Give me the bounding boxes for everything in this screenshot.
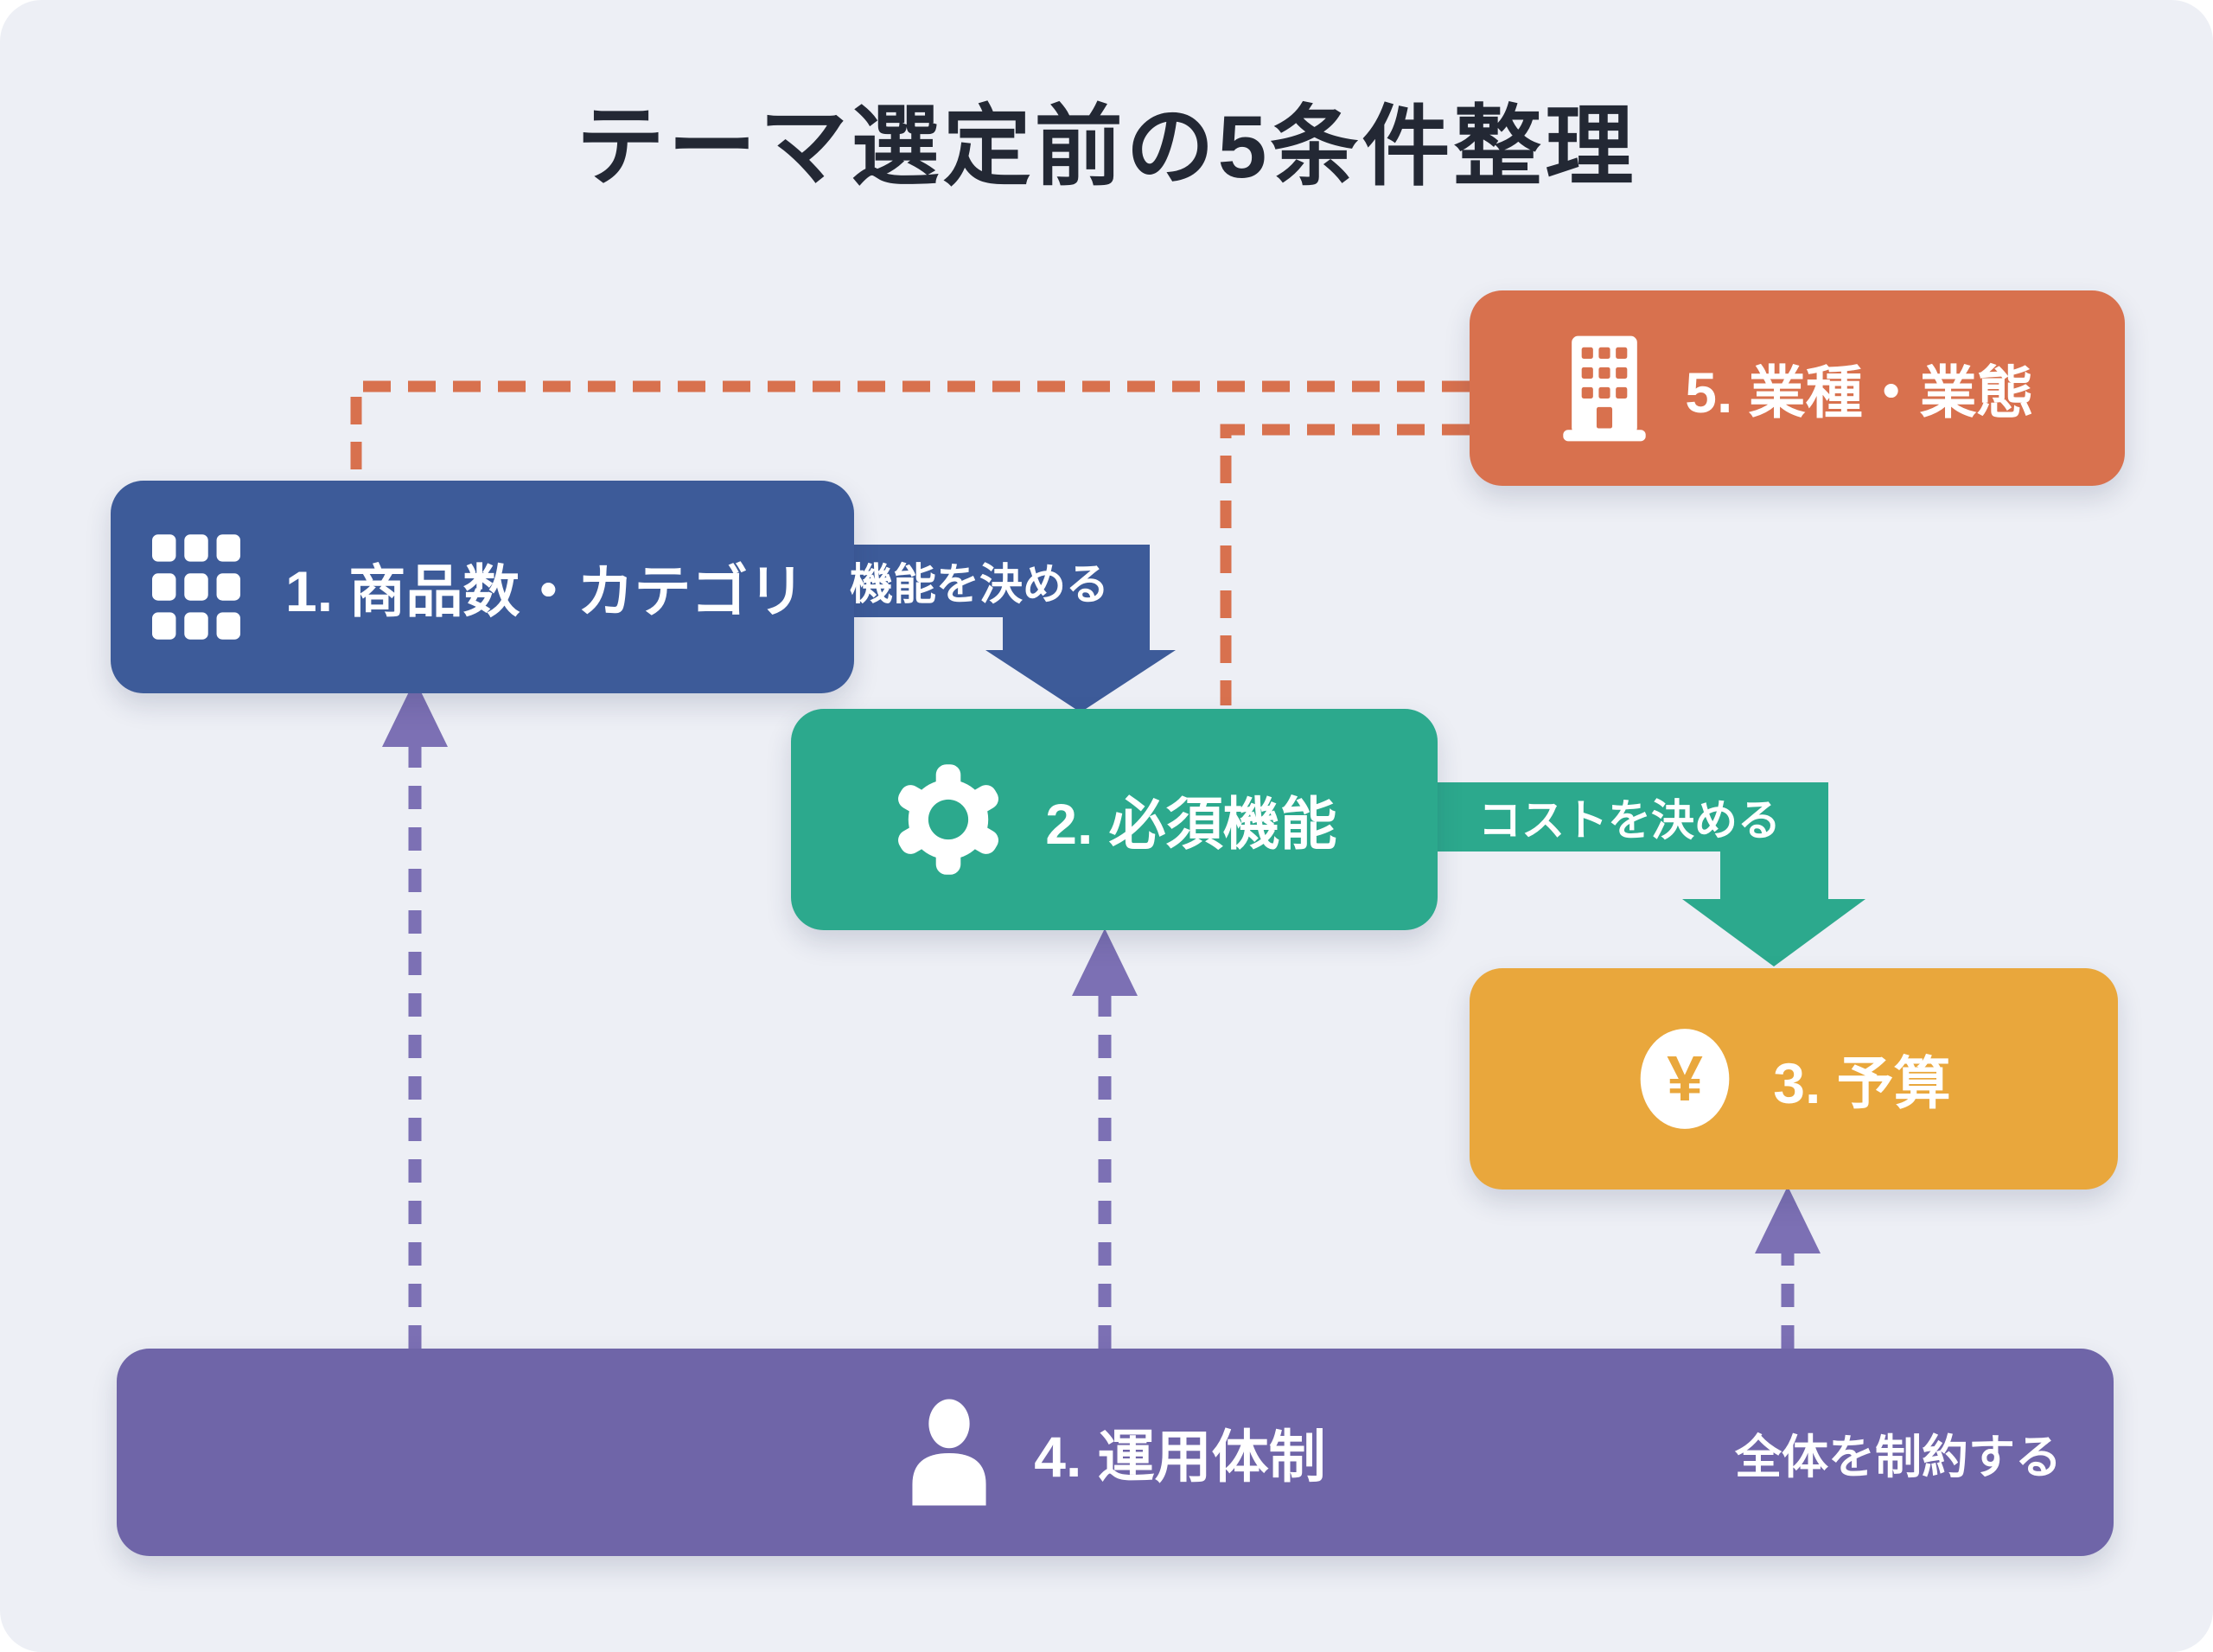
node-label: 2. 必須機能	[1045, 792, 1337, 856]
page-title: テーマ選定前の5条件整理	[576, 98, 1637, 196]
building-icon	[1563, 335, 1646, 441]
gear-icon	[898, 764, 999, 875]
edge-industry-to-products-dashed-line	[350, 380, 1470, 477]
node-operations: 4. 運用体制 全体を制約する	[117, 1349, 2114, 1556]
yen-symbol: ¥	[1668, 1042, 1704, 1114]
arrowhead-up	[1072, 928, 1138, 996]
yen-icon: ¥	[1640, 1029, 1730, 1129]
edge-operations-to-products-dashed-arrow	[382, 679, 448, 1349]
edge-label-functions: 機能を決める	[850, 560, 1109, 609]
edge-functions-to-budget-arrow	[1431, 782, 1865, 966]
arrowhead-up	[1755, 1186, 1821, 1253]
node-label: 1. 商品数・カテゴリ	[285, 559, 806, 623]
edge-industry-to-functions-dashed-line	[1220, 424, 1470, 705]
node-budget: ¥ 3. 予算	[1470, 968, 2118, 1190]
edge-label-cost: コストを決める	[1478, 796, 1781, 845]
node-industry-type: 5. 業種・業態	[1470, 290, 2125, 486]
node-required-functions: 2. 必須機能	[791, 709, 1438, 930]
edge-operations-to-budget-dashed-arrow	[1755, 1186, 1821, 1349]
node-products-categories: 1. 商品数・カテゴリ	[111, 481, 854, 693]
node-label: 4. 運用体制	[1034, 1425, 1326, 1489]
node-label: 5. 業種・業態	[1685, 360, 2034, 424]
grid-icon	[152, 534, 240, 640]
edge-products-to-functions-arrow	[804, 545, 1176, 712]
person-icon	[912, 1399, 986, 1506]
edge-operations-to-functions-dashed-arrow	[1072, 928, 1138, 1349]
operations-constraint-note: 全体を制約する	[1735, 1431, 2062, 1483]
node-label: 3. 予算	[1773, 1051, 1951, 1115]
arrowhead-up	[382, 679, 448, 747]
